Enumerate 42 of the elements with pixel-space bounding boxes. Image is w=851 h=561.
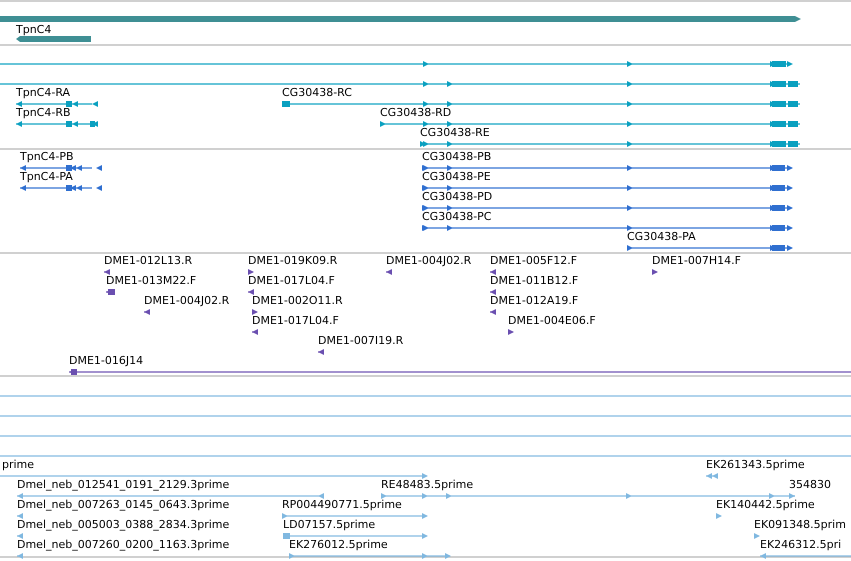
feature-label: DME1-012A19.F — [490, 294, 578, 307]
feature-label: EK140442.5prime — [716, 498, 815, 511]
feature-label: DME1-004J02.R — [386, 254, 472, 267]
feature-label: DME1-017L04.F — [252, 314, 339, 327]
feature-label: EK246312.5pri — [760, 538, 842, 551]
feature-label: DME1-011B12.F — [490, 274, 578, 287]
feature-label: CG30438-RD — [380, 106, 452, 119]
feature-label: CG30438-RE — [420, 126, 490, 139]
feature-label: prime — [2, 458, 34, 471]
feature-label: CG30438-PB — [422, 150, 492, 163]
feature-label: DME1-004E06.F — [508, 314, 596, 327]
feature-label: DME1-013M22.F — [106, 274, 196, 287]
feature-label: EK276012.5prime — [289, 538, 388, 551]
feature-label: DME1-002O11.R — [252, 294, 343, 307]
feature-label: Dmel_neb_007263_0145_0643.3prime — [17, 498, 230, 511]
feature-label: DME1-012L13.R — [104, 254, 192, 267]
feature-label: Dmel_neb_005003_0388_2834.3prime — [17, 518, 230, 531]
feature-label: LD07157.5prime — [283, 518, 376, 531]
feature-label: DME1-017L04.F — [248, 274, 335, 287]
feature-label: RP004490771.5prime — [282, 498, 402, 511]
feature-label: 354830 — [789, 478, 831, 491]
feature-label: DME1-007H14.F — [652, 254, 741, 267]
feature-label: DME1-019K09.R — [248, 254, 338, 267]
feature-label: Dmel_neb_007260_0200_1163.3prime — [17, 538, 230, 551]
feature-label: TpnC4-RB — [16, 106, 71, 119]
feature-label: CG30438-RC — [282, 86, 352, 99]
feature-label: CG30438-PE — [422, 170, 491, 183]
feature-label: RE48483.5prime — [381, 478, 474, 491]
feature-label: CG30438-PD — [422, 190, 492, 203]
feature-label: CG30438-PC — [422, 210, 492, 223]
feature-label: DME1-005F12.F — [490, 254, 578, 267]
feature-label: DME1-004J02.R — [144, 294, 230, 307]
feature-label: EK261343.5prime — [706, 458, 805, 471]
feature-label: TpnC4-PB — [20, 150, 74, 163]
feature-label: DME1-016J14 — [69, 354, 144, 367]
feature-label: CG30438-PA — [627, 230, 696, 243]
feature-label: TpnC4-PA — [20, 170, 73, 183]
feature-label: TpnC4 — [16, 23, 52, 36]
feature-label: Dmel_neb_012541_0191_2129.3prime — [17, 478, 230, 491]
feature-label: TpnC4-RA — [16, 86, 70, 99]
feature-label: EK091348.5prim — [754, 518, 846, 531]
feature-label: DME1-007I19.R — [318, 334, 404, 347]
